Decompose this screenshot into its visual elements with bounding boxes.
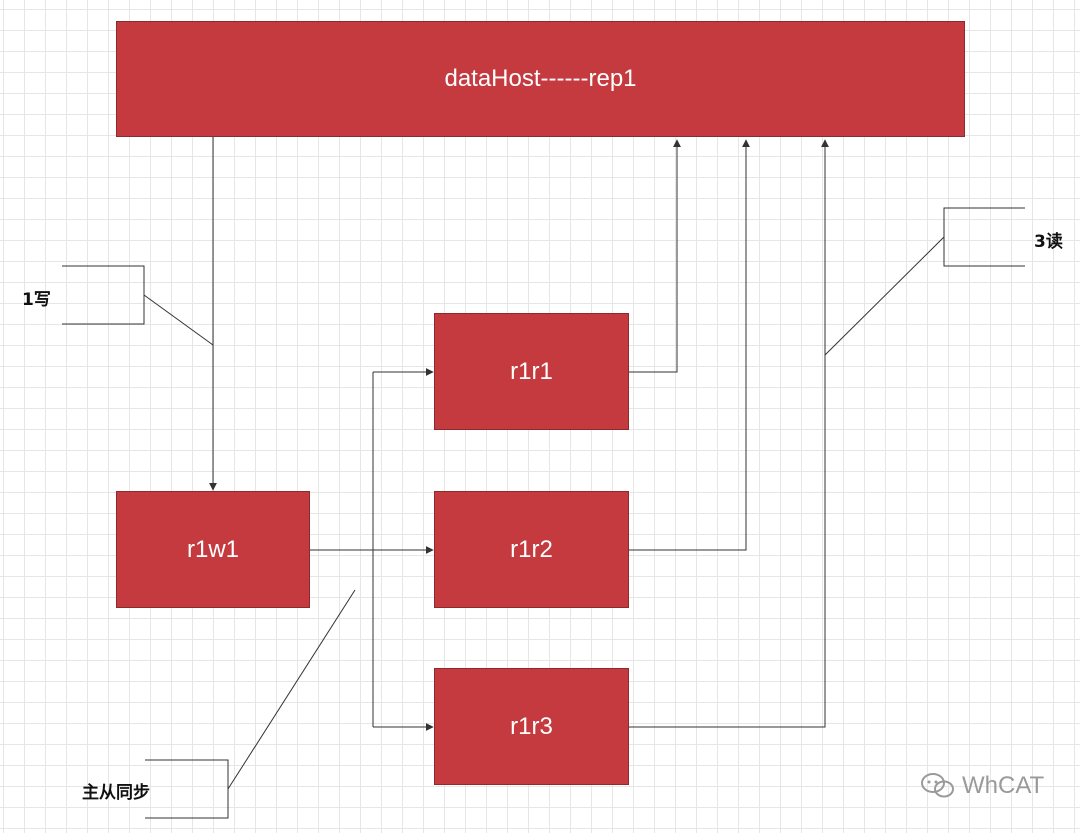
note-read-bracket <box>943 207 1025 267</box>
note-read: 3读 <box>1034 232 1063 252</box>
edge-read-r1r2 <box>629 139 750 551</box>
note-write-bracket <box>62 265 145 325</box>
node-r1r2: r1r2 <box>434 491 629 608</box>
edge-read-r1r3 <box>629 139 829 728</box>
note-sync-leader <box>227 589 356 790</box>
note-read-leader <box>824 236 945 356</box>
note-write: 1写 <box>22 290 51 310</box>
note-write-leader <box>143 294 214 346</box>
watermark-text: WhCAT <box>962 772 1045 799</box>
note-sync: 主从同步 <box>82 783 150 803</box>
chat-bubble-icon <box>921 773 954 798</box>
node-r1w1: r1w1 <box>116 491 310 608</box>
node-r1r3: r1r3 <box>434 668 629 785</box>
watermark: WhCAT <box>920 772 1044 800</box>
note-sync-bracket <box>145 759 229 819</box>
node-datahost: dataHost------rep1 <box>116 21 965 137</box>
edge-read-r1r1 <box>629 139 681 373</box>
node-r1r1: r1r1 <box>434 313 629 430</box>
